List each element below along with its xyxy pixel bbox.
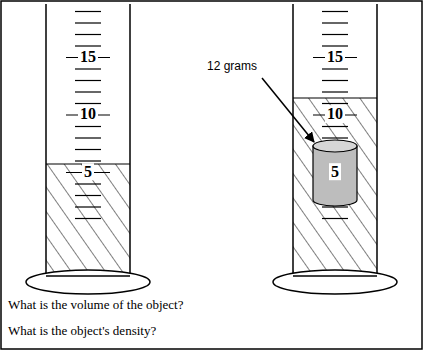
scale-tick bbox=[322, 126, 348, 127]
callout-arrow bbox=[262, 78, 314, 142]
scale-tick bbox=[75, 160, 101, 161]
scale-tick bbox=[75, 103, 101, 104]
scale-tick bbox=[75, 137, 101, 138]
scale-number: 5 bbox=[82, 163, 94, 181]
scale-tick bbox=[322, 137, 348, 138]
scale-tick bbox=[75, 45, 101, 46]
scale-tick bbox=[322, 34, 348, 35]
water-right bbox=[293, 98, 377, 276]
scale-tick bbox=[75, 11, 101, 12]
scale-tick bbox=[75, 218, 101, 219]
scale-tick bbox=[75, 80, 101, 81]
scale-tick bbox=[75, 149, 101, 150]
scale-tick bbox=[75, 195, 101, 196]
scale-number: 10 bbox=[78, 105, 98, 123]
scale-number: 10 bbox=[325, 105, 345, 123]
scale-tick bbox=[75, 34, 101, 35]
scale-tick bbox=[75, 206, 101, 207]
scale-tick bbox=[75, 68, 101, 69]
question-text: What is the object's density? bbox=[8, 324, 156, 338]
scale-tick bbox=[322, 91, 348, 92]
scale-tick bbox=[75, 126, 101, 127]
scale-tick bbox=[322, 68, 348, 69]
scale-number: 5 bbox=[329, 163, 341, 181]
scale-tick bbox=[322, 22, 348, 23]
graduated-cylinder-left bbox=[26, 4, 150, 294]
submerged-object bbox=[313, 140, 357, 206]
scale-tick bbox=[322, 103, 348, 104]
scale-number: 15 bbox=[325, 48, 345, 66]
scale-tick bbox=[75, 183, 101, 184]
scale-tick bbox=[322, 218, 348, 219]
scale-tick bbox=[75, 91, 101, 92]
scale-tick bbox=[75, 22, 101, 23]
mass-label: 12 grams bbox=[206, 60, 258, 73]
scale-tick bbox=[322, 80, 348, 81]
question-text: What is the volume of the object? bbox=[8, 298, 183, 312]
scale-number: 15 bbox=[78, 48, 98, 66]
scale-tick bbox=[322, 45, 348, 46]
water-left bbox=[46, 164, 130, 276]
graduated-cylinder-right bbox=[273, 4, 397, 294]
scale-tick bbox=[322, 11, 348, 12]
